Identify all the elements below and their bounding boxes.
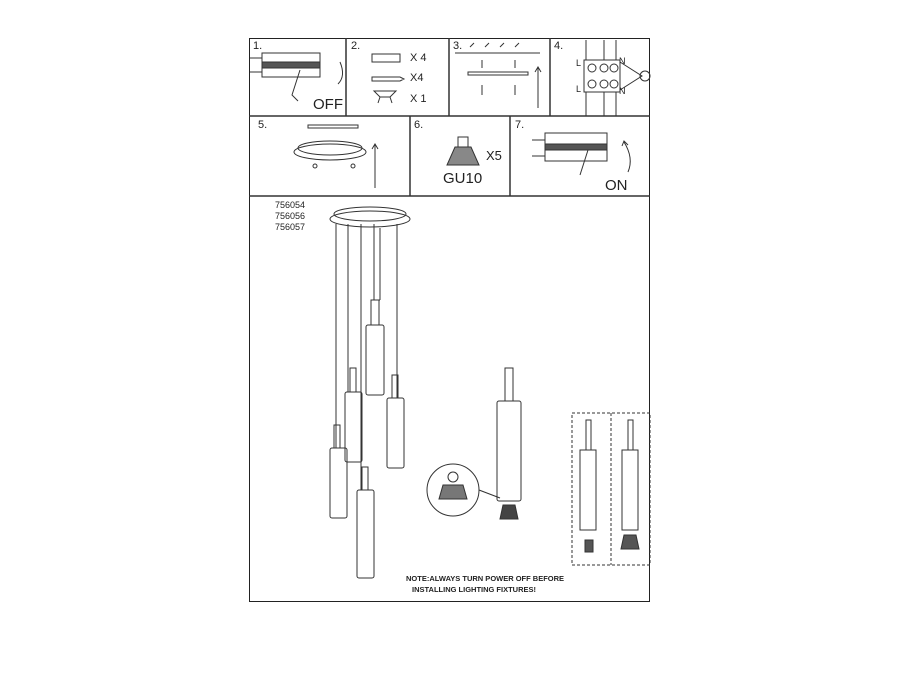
step-1-number: 1. bbox=[253, 40, 263, 52]
canopy-install-icon bbox=[293, 124, 379, 188]
bracket-qty: X 1 bbox=[410, 93, 427, 105]
terminal-n-bottom: N bbox=[619, 86, 626, 96]
note-line: NOTE:ALWAYS TURN POWER OFF BEFORE bbox=[406, 574, 565, 583]
anchor-icon bbox=[371, 53, 401, 63]
screw-qty: X4 bbox=[410, 72, 424, 84]
step-5-number: 5. bbox=[258, 119, 268, 131]
breaker-panel-on-icon bbox=[532, 132, 631, 176]
on-label: ON bbox=[605, 177, 628, 194]
note-line: INSTALLING LIGHTING FIXTURES! bbox=[412, 585, 537, 594]
ground-icon bbox=[639, 70, 651, 82]
step-3-number: 3. bbox=[453, 40, 463, 52]
step-2-number: 2. bbox=[351, 40, 361, 52]
off-label: OFF bbox=[313, 96, 343, 113]
pendant-lamp-drawing bbox=[329, 206, 411, 579]
ceiling-mount-icon bbox=[455, 42, 542, 108]
step-6-number: 6. bbox=[414, 119, 424, 131]
gu10-bulb-icon bbox=[446, 136, 480, 166]
step-4-number: 4. bbox=[554, 40, 564, 52]
grid-lines bbox=[249, 38, 650, 197]
model-number: 756057 bbox=[275, 222, 306, 232]
terminal-l-bottom: L bbox=[576, 84, 582, 94]
terminal-n-top: N bbox=[619, 56, 626, 66]
breaker-panel-off-icon bbox=[250, 52, 344, 102]
model-numbers: 756054 756056 756057 bbox=[275, 200, 305, 233]
safety-note: NOTE:ALWAYS TURN POWER OFF BEFORE INSTAL… bbox=[406, 573, 564, 595]
bracket-icon bbox=[372, 90, 398, 104]
screw-icon bbox=[371, 76, 406, 82]
section-detail-parts bbox=[579, 419, 640, 553]
step-7-number: 7. bbox=[515, 119, 525, 131]
section-detail-drawing bbox=[571, 412, 651, 566]
model-number: 756054 bbox=[275, 200, 306, 210]
bulb-type: GU10 bbox=[443, 170, 483, 187]
bulb-detail-drawing bbox=[426, 367, 522, 520]
anchor-qty: X 4 bbox=[410, 52, 427, 64]
terminal-l-top: L bbox=[576, 58, 582, 68]
terminal-block-icon bbox=[583, 40, 651, 116]
model-number: 756056 bbox=[275, 211, 306, 221]
bulb-count: X5 bbox=[486, 148, 502, 163]
